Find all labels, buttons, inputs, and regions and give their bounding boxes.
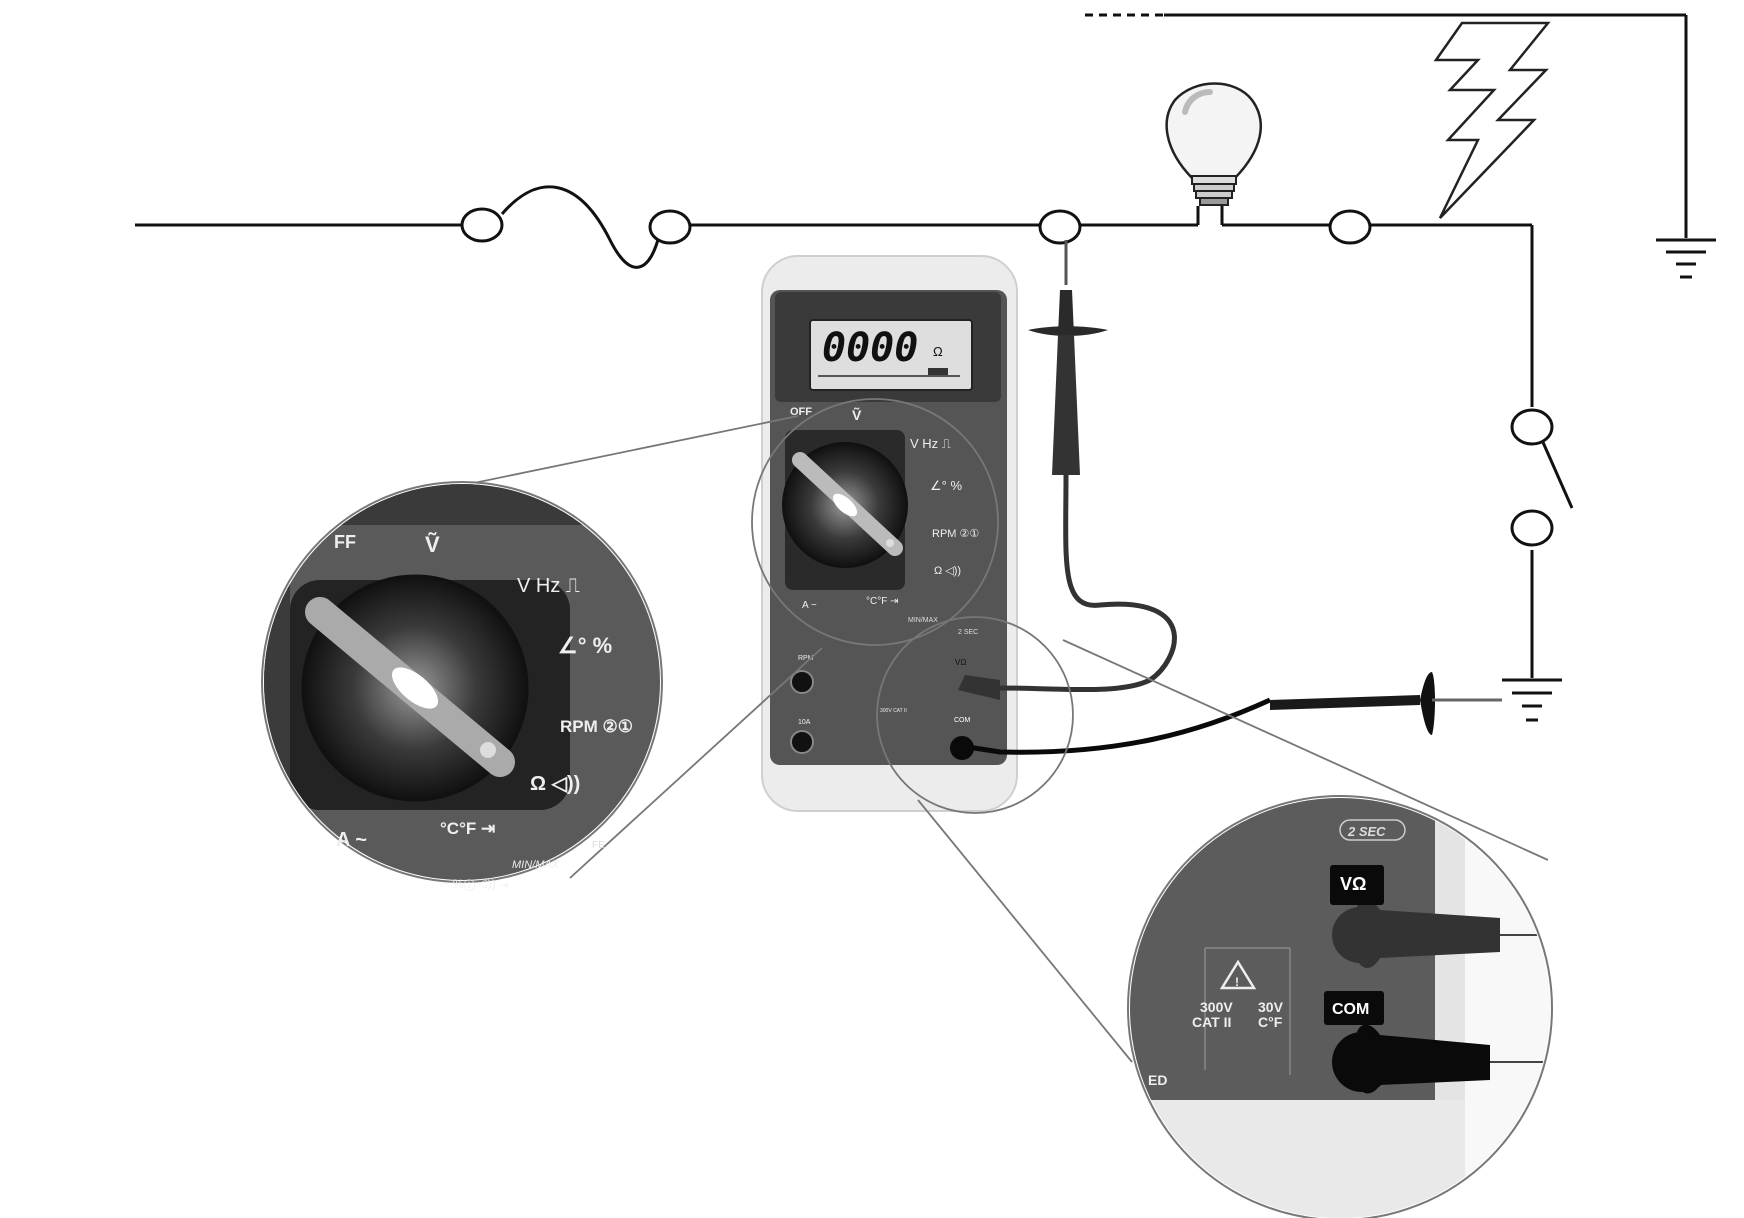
zoom-label-vohm: VΩ [1340,874,1366,894]
zoom-label-dwell: ∠° % [558,633,612,658]
zoom-label-ac-volts: Ṽ [425,532,440,557]
ground-symbol-icon [1656,238,1716,279]
zoom-label-ohms: Ω ◁)) [530,773,580,795]
dial-label-rpm: RPM ②① [932,528,979,540]
connector-circle [1038,209,1082,245]
jack-label-com: COM [954,717,971,724]
dial-label-hold: 2 SEC [958,629,978,636]
connector-circle [1510,509,1554,547]
fuse-element [500,185,662,269]
zoom-label-off: FF [334,532,356,552]
connectors [460,207,1554,547]
dial-label-temp: °C°F ⇥ [866,596,899,607]
svg-text:!: ! [1235,975,1239,989]
lcd-unit: Ω [933,344,943,359]
dial-label-minmax: MIN/MAX [908,617,938,624]
connector-circle [460,207,504,243]
switch-arm [1540,439,1574,509]
zoom-label-amps: A ~ [336,829,367,851]
connector-circle [1328,209,1372,245]
multimeter: 0000 Ω OFF Ṽ V Hz ⎍ ∠° % RPM ②① Ω ◁)) A … [761,255,1018,812]
zoom-rating-temp-unit: C°F [1258,1014,1283,1030]
jack-rpm[interactable] [790,670,814,694]
zoom-label-dc-volts-hz: V Hz ⎍ [517,575,580,597]
jack-label-vohm: VΩ [955,658,966,667]
zoom-label-temp: °C°F ⇥ [440,819,495,838]
zoom-label-com: COM [1332,1001,1369,1018]
zoom-label-bottom-icons: ⎓ %① ◁)) ⇥ [440,877,509,891]
zoom-rating-main-cat: CAT II [1192,1014,1231,1030]
zoom-rating-temp-v: 30V [1258,999,1284,1015]
circuit-wiring [135,13,1688,678]
dial-label-ac-volts: Ṽ [852,406,862,423]
zoom-source-dial [751,398,999,646]
jack-10a[interactable] [790,730,814,754]
lightning-bolt-icon [1433,21,1551,219]
black-test-lead [950,672,1502,760]
lcd-reading: 0000 [822,325,918,371]
light-bulb-icon [1165,82,1262,206]
zoom-label-minmax: MIN/MAX [512,859,560,871]
zoom-rating-main-v: 300V [1200,999,1233,1015]
zoom-label-hold: 2 SEC [1347,824,1386,839]
ground-symbol-icon [1502,678,1562,722]
zoom-jacks-detail: ! 2 SEC VΩ COM 300V CAT II 30V C°F ED [1127,795,1553,1218]
dial-label-amps: A ~ [802,600,817,611]
connector-circle [648,209,692,245]
zoom-source-jacks [876,616,1074,814]
dial-label-off: OFF [790,406,812,418]
dial-label-ohms: Ω ◁)) [934,565,961,577]
zoom-label-edge: FE [592,840,605,851]
red-test-lead [958,240,1177,700]
zoom-label-rpm: RPM ②① [560,717,633,736]
dial-label-dwell: ∠° % [930,478,962,493]
dial-label-dc-volts-hz: V Hz ⎍ [910,436,951,451]
jack-label-rpm: RPM [798,655,814,662]
connector-circle [1510,408,1554,446]
rating-main: 300V CAT II [880,708,907,714]
zoom-label-edge: ED [1148,1072,1167,1088]
jack-label-10a: 10A [798,719,811,726]
zoom-callout-lines [439,398,1549,1063]
